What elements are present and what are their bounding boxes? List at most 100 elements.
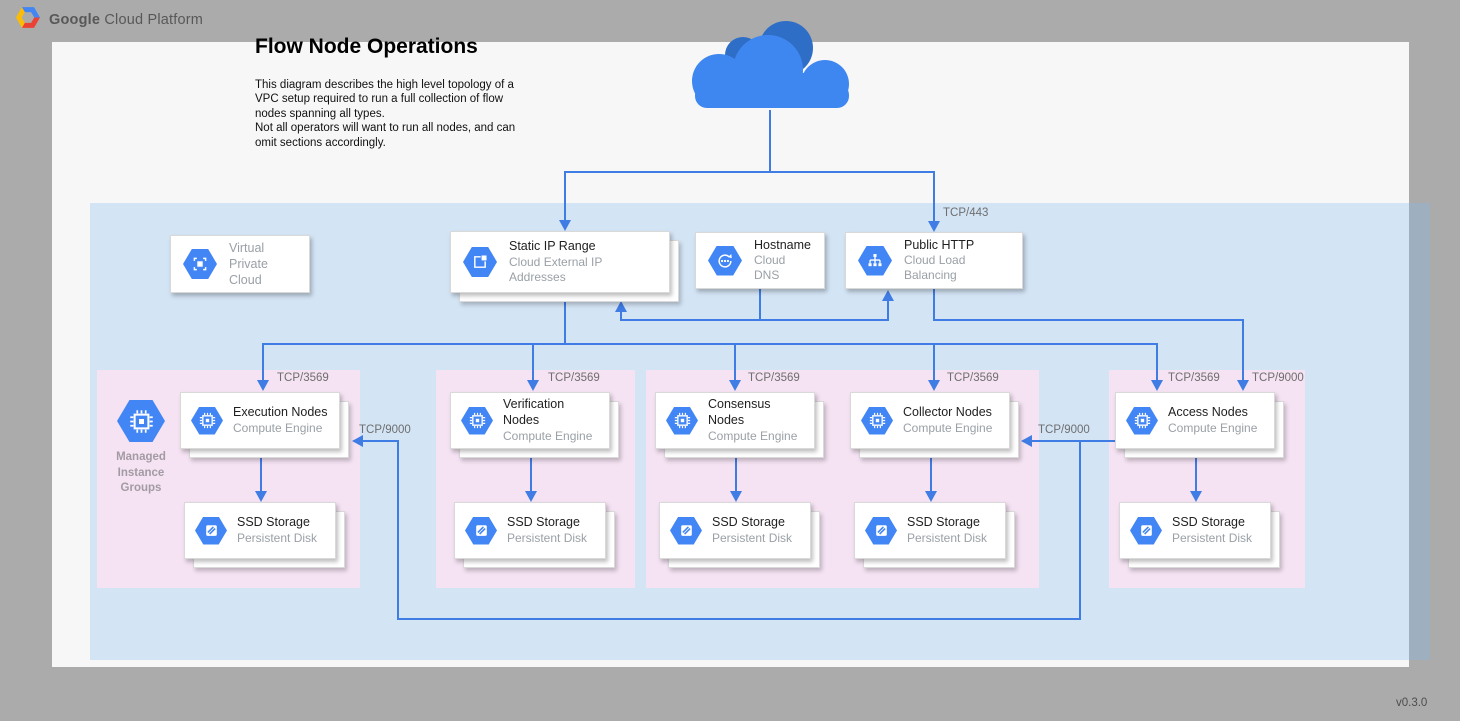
card-access-nodes: Access Nodes Compute Engine — [1115, 392, 1275, 449]
persistent-disk-icon — [465, 517, 497, 545]
arrow-into-verification — [527, 380, 539, 391]
verification-title: Verification Nodes — [503, 397, 599, 428]
external-ip-icon — [463, 247, 497, 277]
edge-to-static-ip — [564, 171, 566, 220]
access-ssd-subtitle: Persistent Disk — [1172, 531, 1252, 546]
card-static-ip-range: Static IP Range Cloud External IP Addres… — [450, 231, 670, 293]
edge-distribution — [262, 343, 1158, 345]
collector-ssd-subtitle: Persistent Disk — [907, 531, 987, 546]
verification-ssd-text: SSD Storage Persistent Disk — [507, 515, 587, 546]
access-subtitle: Compute Engine — [1168, 421, 1257, 436]
consensus-title: Consensus Nodes — [708, 397, 804, 428]
brand-text: Google Cloud Platform — [49, 12, 203, 28]
persistent-disk-icon — [670, 517, 702, 545]
public-http-text: Public HTTP Cloud Load Balancing — [904, 238, 1010, 284]
arrow-verification-ssd — [525, 491, 537, 502]
execution-ssd-title: SSD Storage — [237, 515, 317, 531]
gcp-logo-icon — [16, 7, 40, 33]
persistent-disk-icon — [865, 517, 897, 545]
edge-access-9000-drop — [1242, 319, 1244, 380]
consensus-ssd-subtitle: Persistent Disk — [712, 531, 792, 546]
persistent-disk-icon — [195, 517, 227, 545]
edge-hostname-link — [620, 319, 889, 321]
cloud-dns-icon — [708, 246, 742, 276]
port-label-tcp3569-collector: TCP/3569 — [947, 372, 999, 384]
port-label-tcp3569-access: TCP/3569 — [1168, 372, 1220, 384]
edge-into-execution — [363, 440, 399, 442]
hostname-text: Hostname Cloud DNS — [754, 238, 812, 284]
verification-subtitle: Compute Engine — [503, 429, 599, 444]
execution-ssd-text: SSD Storage Persistent Disk — [237, 515, 317, 546]
version-label: v0.3.0 — [1396, 697, 1427, 709]
consensus-subtitle: Compute Engine — [708, 429, 804, 444]
card-public-http: Public HTTP Cloud Load Balancing — [845, 232, 1023, 289]
edge-drop-verification — [532, 343, 534, 380]
access-title: Access Nodes — [1168, 405, 1257, 421]
card-verification-nodes: Verification Nodes Compute Engine — [450, 392, 610, 449]
consensus-ssd-text: SSD Storage Persistent Disk — [712, 515, 792, 546]
static-ip-text: Static IP Range Cloud External IP Addres… — [509, 239, 657, 285]
verification-ssd-subtitle: Persistent Disk — [507, 531, 587, 546]
arrow-up-into-static-ip — [615, 301, 627, 312]
card-consensus-nodes: Consensus Nodes Compute Engine — [655, 392, 815, 449]
description-p1: This diagram describes the high level to… — [255, 78, 531, 121]
arrow-9000-into-access — [1237, 380, 1249, 391]
port-label-tcp3569-verification: TCP/3569 — [548, 372, 600, 384]
edge-into-collector — [1032, 440, 1080, 442]
card-collector-ssd: SSD Storage Persistent Disk — [854, 502, 1006, 559]
arrow-9000-into-execution — [352, 435, 363, 447]
edge-public-http-to-access — [933, 319, 1244, 321]
static-ip-title: Static IP Range — [509, 239, 657, 255]
edge-drop-execution — [262, 343, 264, 380]
card-virtual-private-cloud: Virtual Private Cloud — [170, 235, 310, 293]
arrow-into-static-ip — [559, 220, 571, 231]
access-ssd-title: SSD Storage — [1172, 515, 1252, 531]
consensus-text: Consensus Nodes Compute Engine — [708, 397, 804, 443]
edge-cloud-stem — [769, 110, 771, 171]
port-label-tcp3569-execution: TCP/3569 — [277, 372, 329, 384]
edge-loop-left-up — [397, 440, 399, 620]
internet-cloud-icon — [683, 17, 863, 118]
card-verification-ssd: SSD Storage Persistent Disk — [454, 502, 606, 559]
description: This diagram describes the high level to… — [255, 78, 531, 150]
edge-public-http-down — [933, 289, 935, 320]
edge-hostname-stem — [759, 289, 761, 320]
compute-engine-icon — [461, 407, 493, 435]
compute-engine-icon — [666, 407, 698, 435]
collector-text: Collector Nodes Compute Engine — [903, 405, 992, 436]
compute-engine-icon — [861, 407, 893, 435]
port-label-tcp9000-collector: TCP/9000 — [1038, 424, 1090, 436]
arrow-collector-ssd — [925, 491, 937, 502]
arrow-into-public-http — [928, 221, 940, 232]
port-label-tcp9000-execution: TCP/9000 — [359, 424, 411, 436]
edge-up-static — [620, 312, 622, 320]
port-label-tcp3569-consensus: TCP/3569 — [748, 372, 800, 384]
edge-loop-right-down — [1079, 440, 1081, 620]
consensus-ssd-title: SSD Storage — [712, 515, 792, 531]
access-text: Access Nodes Compute Engine — [1168, 405, 1257, 436]
collector-ssd-title: SSD Storage — [907, 515, 987, 531]
managed-instance-groups-label: Managed Instance Groups — [96, 450, 186, 497]
compute-engine-icon — [1126, 407, 1158, 435]
arrow-access-ssd — [1190, 491, 1202, 502]
edge-top-fan — [564, 171, 935, 173]
compute-engine-icon — [191, 407, 223, 435]
static-ip-subtitle: Cloud External IP Addresses — [509, 255, 657, 285]
edge-access-left — [1080, 440, 1116, 442]
card-consensus-ssd: SSD Storage Persistent Disk — [659, 502, 811, 559]
card-access-ssd: SSD Storage Persistent Disk — [1119, 502, 1271, 559]
arrow-into-execution — [257, 380, 269, 391]
public-http-title: Public HTTP — [904, 238, 1010, 254]
port-label-tcp9000-access: TCP/9000 — [1252, 372, 1304, 384]
edge-to-public-http — [933, 171, 935, 221]
persistent-disk-icon — [1130, 517, 1162, 545]
edge-loop-bottom — [397, 618, 1081, 620]
brand-google: Google — [49, 12, 100, 28]
description-p2: Not all operators will want to run all n… — [255, 121, 531, 150]
collector-subtitle: Compute Engine — [903, 421, 992, 436]
execution-title: Execution Nodes — [233, 405, 328, 421]
card-execution-ssd: SSD Storage Persistent Disk — [184, 502, 336, 559]
edge-drop-consensus — [734, 343, 736, 380]
card-execution-nodes: Execution Nodes Compute Engine — [180, 392, 340, 449]
arrow-up-into-public-http — [882, 290, 894, 301]
